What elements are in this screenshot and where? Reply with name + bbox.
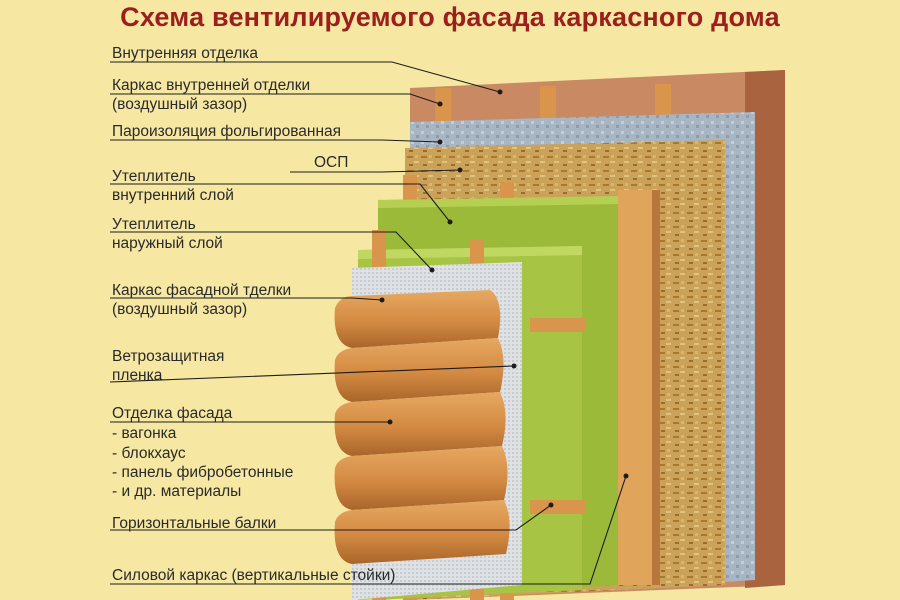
label-insulation-inner-note: внутренний слой — [112, 187, 234, 204]
inner-frame-batten — [655, 84, 671, 124]
label-facade-frame-note: (воздушный зазор) — [112, 301, 248, 318]
label-wind-membrane-note: пленка — [112, 367, 163, 384]
label-vertical-studs: Силовой каркас (вертикальные стойки) — [112, 567, 396, 584]
label-facade-frame: Каркас фасадной тделки — [112, 282, 292, 299]
label-insulation-outer: Утеплитель — [112, 216, 196, 233]
inner-frame-batten — [540, 86, 556, 126]
label-inner-frame: Каркас внутренней отделки — [112, 77, 311, 94]
facade-finish-logs — [334, 290, 510, 564]
page-title: Схема вентилируемого фасада каркасного д… — [120, 2, 780, 32]
label-finish-option: - блокхаус — [112, 445, 186, 462]
label-finish-option: - панель фибробетонные — [112, 464, 294, 481]
inner-frame-batten — [435, 88, 451, 128]
horizontal-beam — [530, 500, 586, 514]
label-osb: ОСП — [314, 154, 349, 171]
label-insulation-outer-note: наружный слой — [112, 235, 223, 252]
label-horizontal-beams: Горизонтальные балки — [112, 515, 277, 532]
label-inner-frame-note: (воздушный зазор) — [112, 96, 248, 113]
label-wind-membrane: Ветрозащитная — [112, 348, 225, 365]
label-finish-option: - вагонка — [112, 425, 177, 442]
leader-lines — [109, 61, 627, 585]
label-insulation-inner: Утеплитель — [112, 168, 196, 185]
label-finish-option: - и др. материалы — [112, 483, 242, 500]
label-inner-finish: Внутренняя отделка — [112, 45, 259, 62]
horizontal-beam — [530, 318, 586, 332]
label-vapor-barrier: Пароизоляция фольгированная — [112, 123, 342, 140]
label-facade-finish: Отделка фасада — [112, 405, 233, 422]
